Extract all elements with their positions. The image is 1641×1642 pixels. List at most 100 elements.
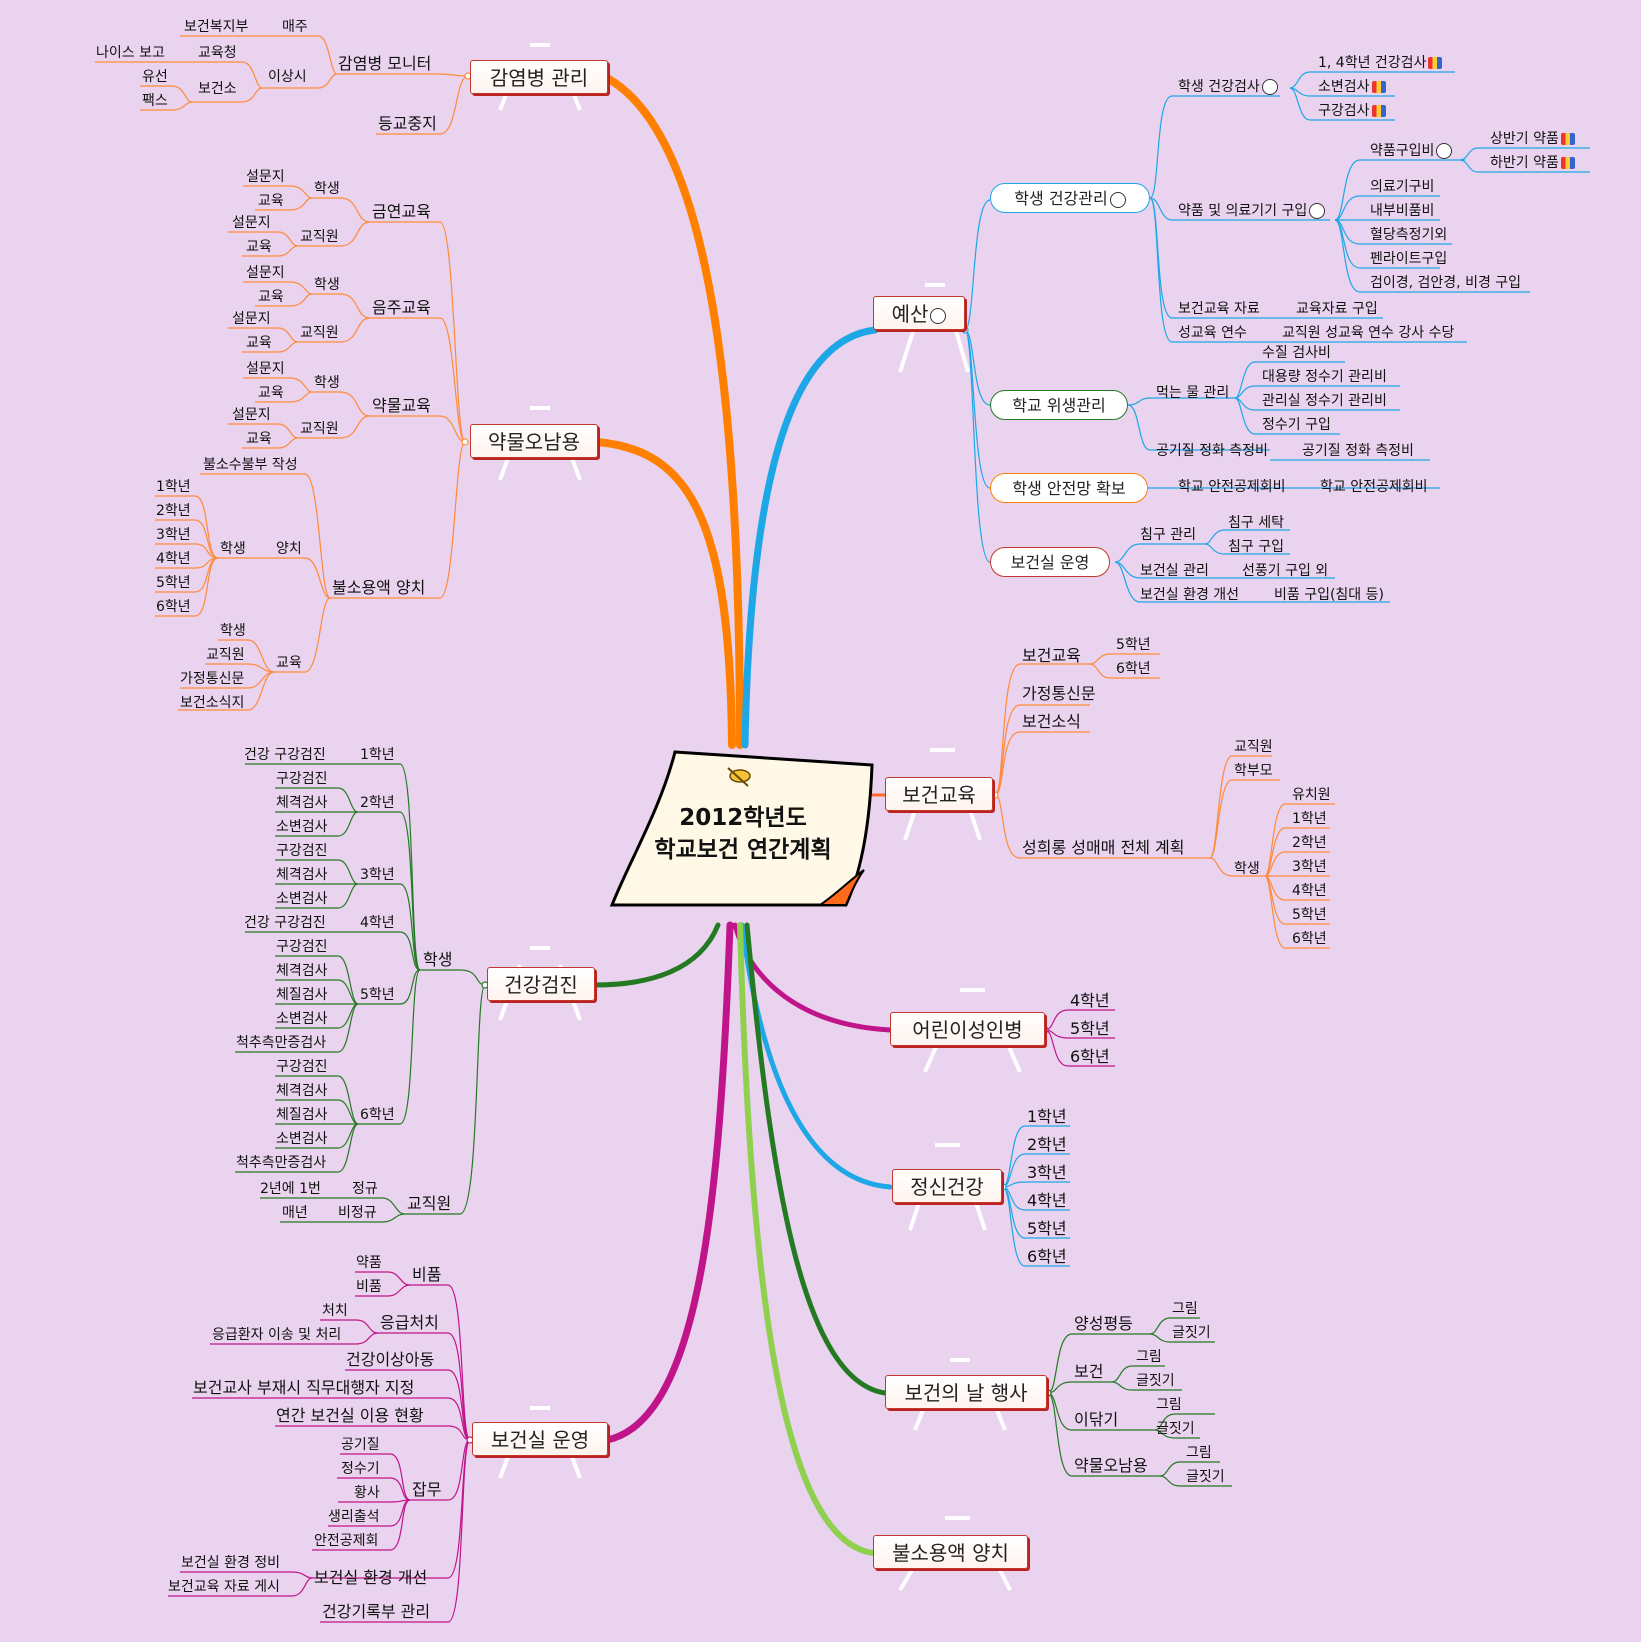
label-room-abnormal: 건강이상아동 <box>346 1350 435 1369</box>
branch-infection <box>603 74 744 749</box>
label-air-v: 공기질 정화 측정비 <box>1302 443 1414 459</box>
label-drugs-student-survey: 설문지 <box>246 361 285 377</box>
node-health-room[interactable]: 보건실 운영 <box>472 1422 608 1456</box>
label-g2-urine: 소변검사 <box>276 819 328 835</box>
label-room-env-b: 보건실 환경 개선 <box>1140 587 1240 603</box>
label-room-f1: 처치 <box>322 1303 348 1319</box>
label-adult-g6: 6학년 <box>1070 1047 1110 1066</box>
label-room-m1: 공기질 <box>341 1437 380 1453</box>
label-w2: 대용량 정수기 관리비 <box>1262 369 1387 385</box>
label-smoking-staff-edu: 교육 <box>246 239 272 255</box>
node-health-education[interactable]: 보건교육 <box>885 777 993 811</box>
label-teeth-drawing: 그림 <box>1156 1397 1182 1413</box>
label-phone: 유선 <box>142 69 168 85</box>
label-harassment-s6: 6학년 <box>1292 931 1327 947</box>
label-bed: 침구 관리 <box>1140 527 1196 543</box>
node-adult-disease[interactable]: 어린이성인병 <box>890 1012 1045 1046</box>
label-room-env1: 보건실 환경 정비 <box>181 1555 281 1571</box>
label-harassment-students: 학생 <box>1234 861 1260 877</box>
center-title-line2: 학교보건 연간계획 <box>654 837 832 863</box>
label-check-c1: 1, 4학년 건강검사 <box>1318 54 1443 72</box>
node-school-hygiene[interactable]: 학교 위생관리 <box>990 390 1128 420</box>
label-first-half: 상반기 약품 <box>1490 130 1575 148</box>
label-g6-oral: 구강검진 <box>276 1059 328 1075</box>
node-drug-abuse[interactable]: 약물오남용 <box>470 424 598 458</box>
label-g6-urine: 소변검사 <box>276 1131 328 1147</box>
label-brushing-g1: 1학년 <box>156 479 191 495</box>
label-brushing-g4: 4학년 <box>156 551 191 567</box>
label-safety-a: 학교 안전공제회비 <box>1178 479 1286 495</box>
label-g3-urine: 소변검사 <box>276 891 328 907</box>
label-health-edu-g5: 5학년 <box>1116 637 1151 653</box>
label-drugs-staff: 교직원 <box>300 421 339 437</box>
label-check-c3: 구강검사 <box>1318 102 1386 120</box>
label-teeth: 이닦기 <box>1074 1410 1119 1429</box>
label-drug-abuse-day: 약물오남용 <box>1074 1456 1148 1475</box>
node-mental-health[interactable]: 정신건강 <box>892 1169 1002 1203</box>
label-drugs: 약물교육 <box>372 396 431 415</box>
label-drinking-staff-edu: 교육 <box>246 335 272 351</box>
label-brushing-students: 학생 <box>220 541 246 557</box>
label-smoking-student-edu: 교육 <box>258 193 284 209</box>
label-mental-g4: 4학년 <box>1027 1191 1067 1210</box>
label-water: 먹는 물 관리 <box>1156 385 1230 401</box>
label-bed2: 침구 구입 <box>1228 539 1284 555</box>
node-safety-net[interactable]: 학생 안전망 확보 <box>990 473 1148 503</box>
label-harassment-parents: 학부모 <box>1234 763 1273 779</box>
label-drinking-student-edu: 교육 <box>258 289 284 305</box>
label-checkup-g6: 6학년 <box>360 1107 395 1123</box>
label-checkup-staff: 교직원 <box>407 1194 452 1213</box>
label-brushing-g2: 2학년 <box>156 503 191 519</box>
label-mental-g1: 1학년 <box>1027 1107 1067 1126</box>
node-budget[interactable]: 예산 <box>873 296 965 330</box>
branch-mental <box>739 922 893 1190</box>
label-edu-student: 학생 <box>220 623 246 639</box>
label-drugs-student: 학생 <box>314 375 340 391</box>
label-checkup-g1: 1학년 <box>360 747 395 763</box>
label-abnormal: 이상시 <box>268 69 307 85</box>
label-mental-g6: 6학년 <box>1027 1247 1067 1266</box>
label-drinking-student: 학생 <box>314 277 340 293</box>
label-room-env: 보건실 환경 개선 <box>314 1568 428 1587</box>
label-harassment: 성희롱 성매매 전체 계획 <box>1022 838 1185 857</box>
cubes-icon <box>1560 157 1575 169</box>
label-drug-cost-text: 약품구입비 <box>1370 143 1435 159</box>
label-health-edu: 보건교육 <box>1022 646 1081 665</box>
node-fluoride[interactable]: 불소용액 양치 <box>873 1535 1028 1569</box>
label-fax: 팩스 <box>142 93 168 109</box>
label-harassment-staff: 교직원 <box>1234 739 1273 755</box>
label-mental-g2: 2학년 <box>1027 1135 1067 1154</box>
label-drugs-student-edu: 교육 <box>258 385 284 401</box>
label-stop: 등교중지 <box>378 114 437 133</box>
label-teeth-writing: 글짓기 <box>1156 1421 1195 1437</box>
node-room-operation[interactable]: 보건실 운영 <box>990 547 1110 577</box>
label-g2-body: 체격검사 <box>276 795 328 811</box>
node-student-health-mgmt[interactable]: 학생 건강관리 <box>990 183 1150 213</box>
label-g3-oral: 구강검진 <box>276 843 328 859</box>
label-bed1: 침구 세탁 <box>1228 515 1284 531</box>
label-health-check-text: 학생 건강검사 <box>1178 79 1260 95</box>
label-brushing-g5: 5학년 <box>156 575 191 591</box>
label-room-env-v: 비품 구입(침대 등) <box>1274 587 1384 603</box>
label-check-c2-text: 소변검사 <box>1318 79 1370 95</box>
label-neis: 나이스 보고 <box>96 45 165 61</box>
cubes-icon <box>1428 57 1443 69</box>
label-g3-body: 체격검사 <box>276 867 328 883</box>
label-p2: 내부비품비 <box>1370 203 1435 219</box>
label-smoking-student: 학생 <box>314 181 340 197</box>
node-checkup[interactable]: 건강검진 <box>487 967 595 1001</box>
node-infection[interactable]: 감염병 관리 <box>470 60 608 94</box>
clock-icon <box>1261 79 1278 95</box>
label-room-records: 건강기록부 관리 <box>322 1602 431 1621</box>
clock-icon <box>1109 191 1126 208</box>
label-sex-training: 성교육 연수 <box>1178 325 1247 341</box>
node-budget-label: 예산 <box>891 302 929 326</box>
label-health-center: 보건소 <box>198 81 237 97</box>
label-check-c3-text: 구강검사 <box>1318 103 1370 119</box>
label-smoking-staff: 교직원 <box>300 229 339 245</box>
node-health-day[interactable]: 보건의 날 행사 <box>885 1375 1047 1409</box>
label-smoking-student-survey: 설문지 <box>246 169 285 185</box>
branch-fluoride <box>737 922 876 1556</box>
label-room-misc: 잡무 <box>412 1480 442 1499</box>
label-mental-g5: 5학년 <box>1027 1219 1067 1238</box>
